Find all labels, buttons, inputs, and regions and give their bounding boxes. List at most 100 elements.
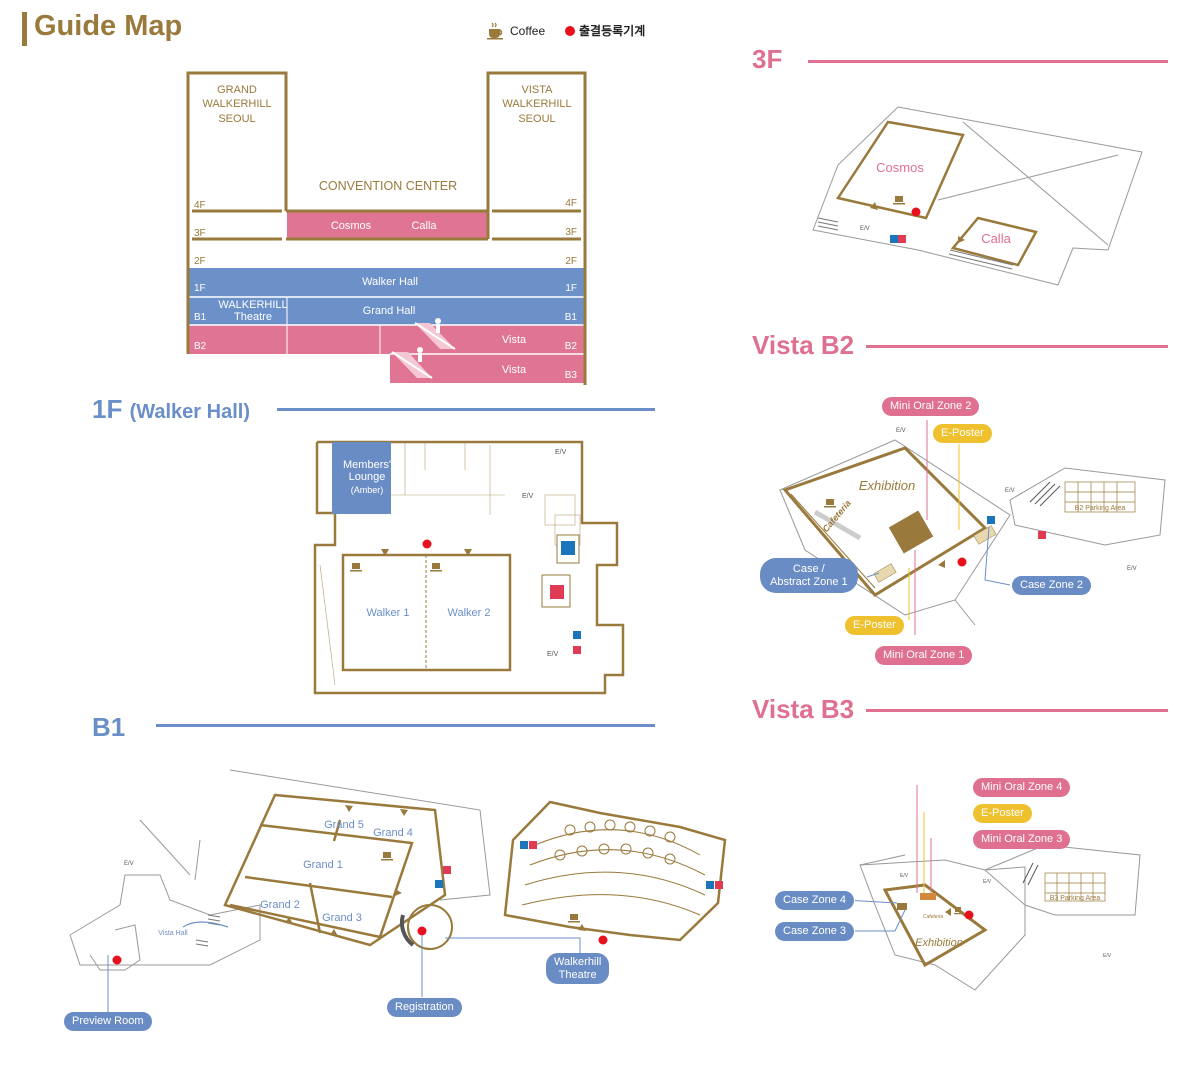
overview-vista-b2-label: Vista xyxy=(502,334,527,346)
callout-case-zone-4: Case Zone 4 xyxy=(775,891,854,910)
vista-walkerhill-line2: WALKERHILL xyxy=(502,98,571,110)
callout-mini-oral-zone-1: Mini Oral Zone 1 xyxy=(875,646,973,665)
grand-walkerhill-line3: SEOUL xyxy=(218,113,255,125)
parking-grid xyxy=(1044,872,1106,902)
vista-walkerhill-line1: VISTA xyxy=(522,84,554,96)
registration-dot-icon xyxy=(911,207,921,217)
floor-label-left-3f: 3F xyxy=(194,228,206,239)
restroom-men-icon xyxy=(435,880,443,888)
section-title-vista-b3: Vista B3 xyxy=(752,694,855,724)
overview-theatre-label-line2: Theatre xyxy=(234,311,272,323)
floor-label-left-b2: B2 xyxy=(194,341,207,352)
grand4-label: Grand 4 xyxy=(373,827,413,839)
floor-label-right-4f: 4F xyxy=(565,198,577,209)
stairs-icon xyxy=(195,914,221,947)
grand-walkerhill-line2: WALKERHILL xyxy=(202,98,271,110)
restroom-men-icon xyxy=(520,841,528,849)
callout-case-abstract-zone-1: Case / Abstract Zone 1 xyxy=(760,558,858,594)
elevator-label: E/V xyxy=(522,493,534,500)
grand5-label: Grand 5 xyxy=(324,819,364,831)
entrance-arrow-icon xyxy=(381,549,472,556)
coffee-icon xyxy=(893,196,905,205)
stairs-icon xyxy=(1029,481,1061,507)
section-title-b1: B1 xyxy=(92,712,126,742)
floor-plan-vista-b2: Exhibition Cafeteria B2 Parking Area E/V… xyxy=(779,420,1166,635)
restroom-men-icon xyxy=(573,631,581,639)
overview-section-map: GRAND WALKERHILL SEOUL VISTA WALKERHILL … xyxy=(186,71,587,385)
coffee-icon xyxy=(824,499,836,508)
mini-oral-booth xyxy=(920,893,936,900)
elevator-label: E/V xyxy=(1127,566,1137,572)
stairs-icon xyxy=(1022,862,1039,886)
members-lounge-label-line2: Lounge xyxy=(349,471,386,483)
elevator-label: E/V xyxy=(1005,488,1015,494)
eposter-booth xyxy=(873,525,997,583)
floor-label-left-1f: 1F xyxy=(194,283,206,294)
legend-coffee: Coffee xyxy=(486,22,545,40)
members-lounge-label-line3: (Amber) xyxy=(351,485,384,495)
overview-band-b2 xyxy=(188,325,585,354)
callout-mini-oral-zone-2: Mini Oral Zone 2 xyxy=(882,397,980,416)
vista-b3-parking-label: B3 Parking Area xyxy=(1050,895,1101,902)
restroom-women-icon xyxy=(573,646,581,654)
vista-hall-label: Vista Hall xyxy=(158,930,188,937)
registration-dot-icon xyxy=(112,955,122,965)
registration-dot-icon xyxy=(422,539,432,549)
callout-theatre-line1: Walkerhill xyxy=(554,956,602,968)
floor-plan-vista-b3: Exhibition Cafeteria B3 Parking Area E/V… xyxy=(855,785,1141,991)
vista-b3-cafeteria-label: Cafeteria xyxy=(923,914,944,920)
callout-mini-oral-zone-4: Mini Oral Zone 4 xyxy=(973,778,1071,797)
section-divider-1f xyxy=(277,408,655,411)
floor-label-left-b1: B1 xyxy=(194,312,207,323)
coffee-icon xyxy=(350,563,442,572)
overview-cosmos-label: Cosmos xyxy=(331,220,372,232)
floor-plan-1f: Members' Lounge (Amber) Walker 1 Walker … xyxy=(313,440,625,695)
elevator-label: E/V xyxy=(547,651,559,658)
callout-case-abstract-line2: Abstract Zone 1 xyxy=(770,575,848,588)
theatre-seats xyxy=(554,819,676,865)
elevator-label: E/V xyxy=(900,873,909,879)
overview-calla-label: Calla xyxy=(411,220,437,232)
section-title-1f: 1F (Walker Hall) xyxy=(92,394,250,425)
section-title-1f-sub: (Walker Hall) xyxy=(129,401,250,423)
overview-band-3f xyxy=(287,211,488,239)
restroom-women-icon xyxy=(550,585,564,599)
callout-eposter-b3: E-Poster xyxy=(973,804,1032,823)
section-divider-vista-b3 xyxy=(866,709,1168,712)
entrance-arrow-icon xyxy=(870,202,965,243)
elevator-label: E/V xyxy=(124,861,134,867)
legend-registration: 출결등록기계 xyxy=(565,22,645,39)
entrance-arrow-icon xyxy=(945,908,951,916)
overview-vista-b3-label: Vista xyxy=(502,364,527,376)
floor-label-left-2f: 2F xyxy=(194,256,206,267)
floor-label-left-4f: 4F xyxy=(194,200,206,211)
callout-mini-oral-zone-3: Mini Oral Zone 3 xyxy=(973,830,1071,849)
floor-label-right-b1: B1 xyxy=(565,312,578,323)
registration-dot-icon xyxy=(565,25,575,36)
grand2-label: Grand 2 xyxy=(260,899,300,911)
coffee-icon xyxy=(954,907,963,915)
elevator-label: E/V xyxy=(555,449,567,456)
overview-theatre-label-line1: WALKERHILL xyxy=(218,299,287,311)
floor-label-right-3f: 3F xyxy=(565,227,577,238)
overview-walker-hall-label: Walker Hall xyxy=(362,276,418,288)
overview-band-1f xyxy=(188,268,585,297)
callout-case-abstract-line1: Case / xyxy=(792,563,825,575)
grand-walkerhill-line1: GRAND xyxy=(217,84,257,96)
elevator-label: E/V xyxy=(896,428,906,434)
walker2-label: Walker 2 xyxy=(448,607,491,619)
callout-case-zone-3: Case Zone 3 xyxy=(775,922,854,941)
section-title-3f: 3F xyxy=(752,44,783,74)
restroom-women-icon xyxy=(529,841,537,849)
callout-theatre-line2: Theatre xyxy=(558,968,597,981)
restroom-women-icon xyxy=(898,235,906,243)
coffee-icon xyxy=(487,22,503,40)
legend-registration-label: 출결등록기계 xyxy=(579,24,646,38)
callout-eposter-top: E-Poster xyxy=(933,424,992,443)
restroom-men-icon xyxy=(987,516,995,524)
grand3-label: Grand 3 xyxy=(322,912,362,924)
registration-desk xyxy=(407,904,453,950)
elevator-label: E/V xyxy=(1103,953,1112,959)
restroom-women-icon xyxy=(1038,531,1046,539)
title-accent-bar xyxy=(22,12,27,46)
